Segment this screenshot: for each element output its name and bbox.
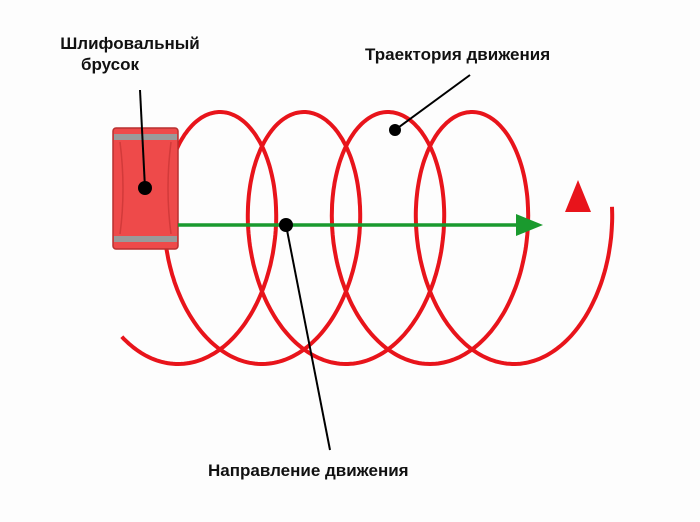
- tool-label-line2: брусок: [80, 55, 140, 74]
- direction-label: Направление движения: [208, 461, 409, 480]
- pointer-direction: [285, 224, 331, 451]
- pointer-dot-tool: [138, 181, 152, 195]
- tool-label-line1: Шлифовальный: [60, 34, 200, 53]
- trajectory-arrowhead: [565, 180, 591, 212]
- trajectory-label: Траектория движения: [365, 45, 551, 64]
- pointer-dot-trajectory: [389, 124, 401, 136]
- bar-band-top: [114, 134, 177, 140]
- tool-label: Шлифовальный брусок: [35, 33, 225, 75]
- pointer-tool: [139, 89, 146, 189]
- bar-band-bottom: [114, 236, 177, 242]
- direction-arrowhead: [516, 214, 543, 236]
- pointer-trajectory: [394, 74, 471, 131]
- trajectory-curve: [120, 110, 615, 367]
- pointer-dot-direction: [279, 218, 293, 232]
